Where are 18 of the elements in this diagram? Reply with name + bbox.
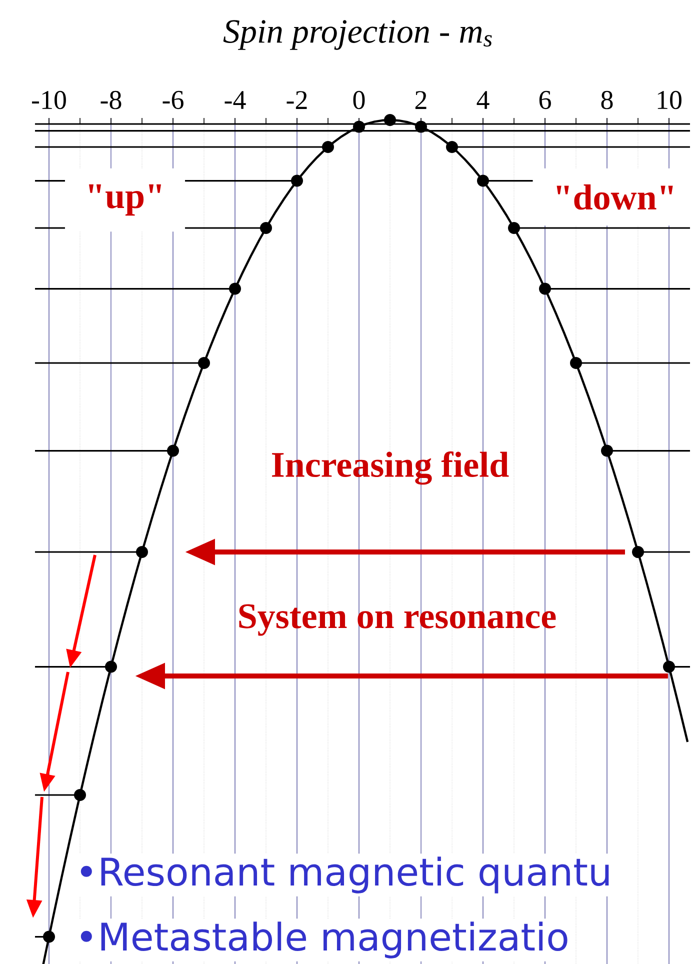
tick-label: 8 <box>601 90 613 110</box>
tick-label: 4 <box>476 91 490 109</box>
tick-label: -6 <box>162 90 184 110</box>
axis-title: Spin projection - m$_{s}$ <box>223 20 492 50</box>
tick-label: 6 <box>539 90 551 110</box>
tick-label: 10 <box>658 90 682 110</box>
region-label: "up" <box>65 168 185 232</box>
bullet-text: •Metastable magnetizatio <box>72 918 572 962</box>
bullet-text: •Resonant magnetic quantu <box>72 854 616 896</box>
annotation-text: Increasing field <box>272 451 509 485</box>
annotation-text: System on resonance <box>239 604 556 636</box>
tick-label: -4 <box>224 91 246 109</box>
tick-label: -10 <box>32 90 66 110</box>
tick-label: -2 <box>286 91 307 109</box>
tick-label: 2 <box>415 91 426 109</box>
tick-label: 0 <box>353 90 365 110</box>
tick-label: -8 <box>100 90 122 110</box>
region-label: "down" <box>532 168 697 226</box>
